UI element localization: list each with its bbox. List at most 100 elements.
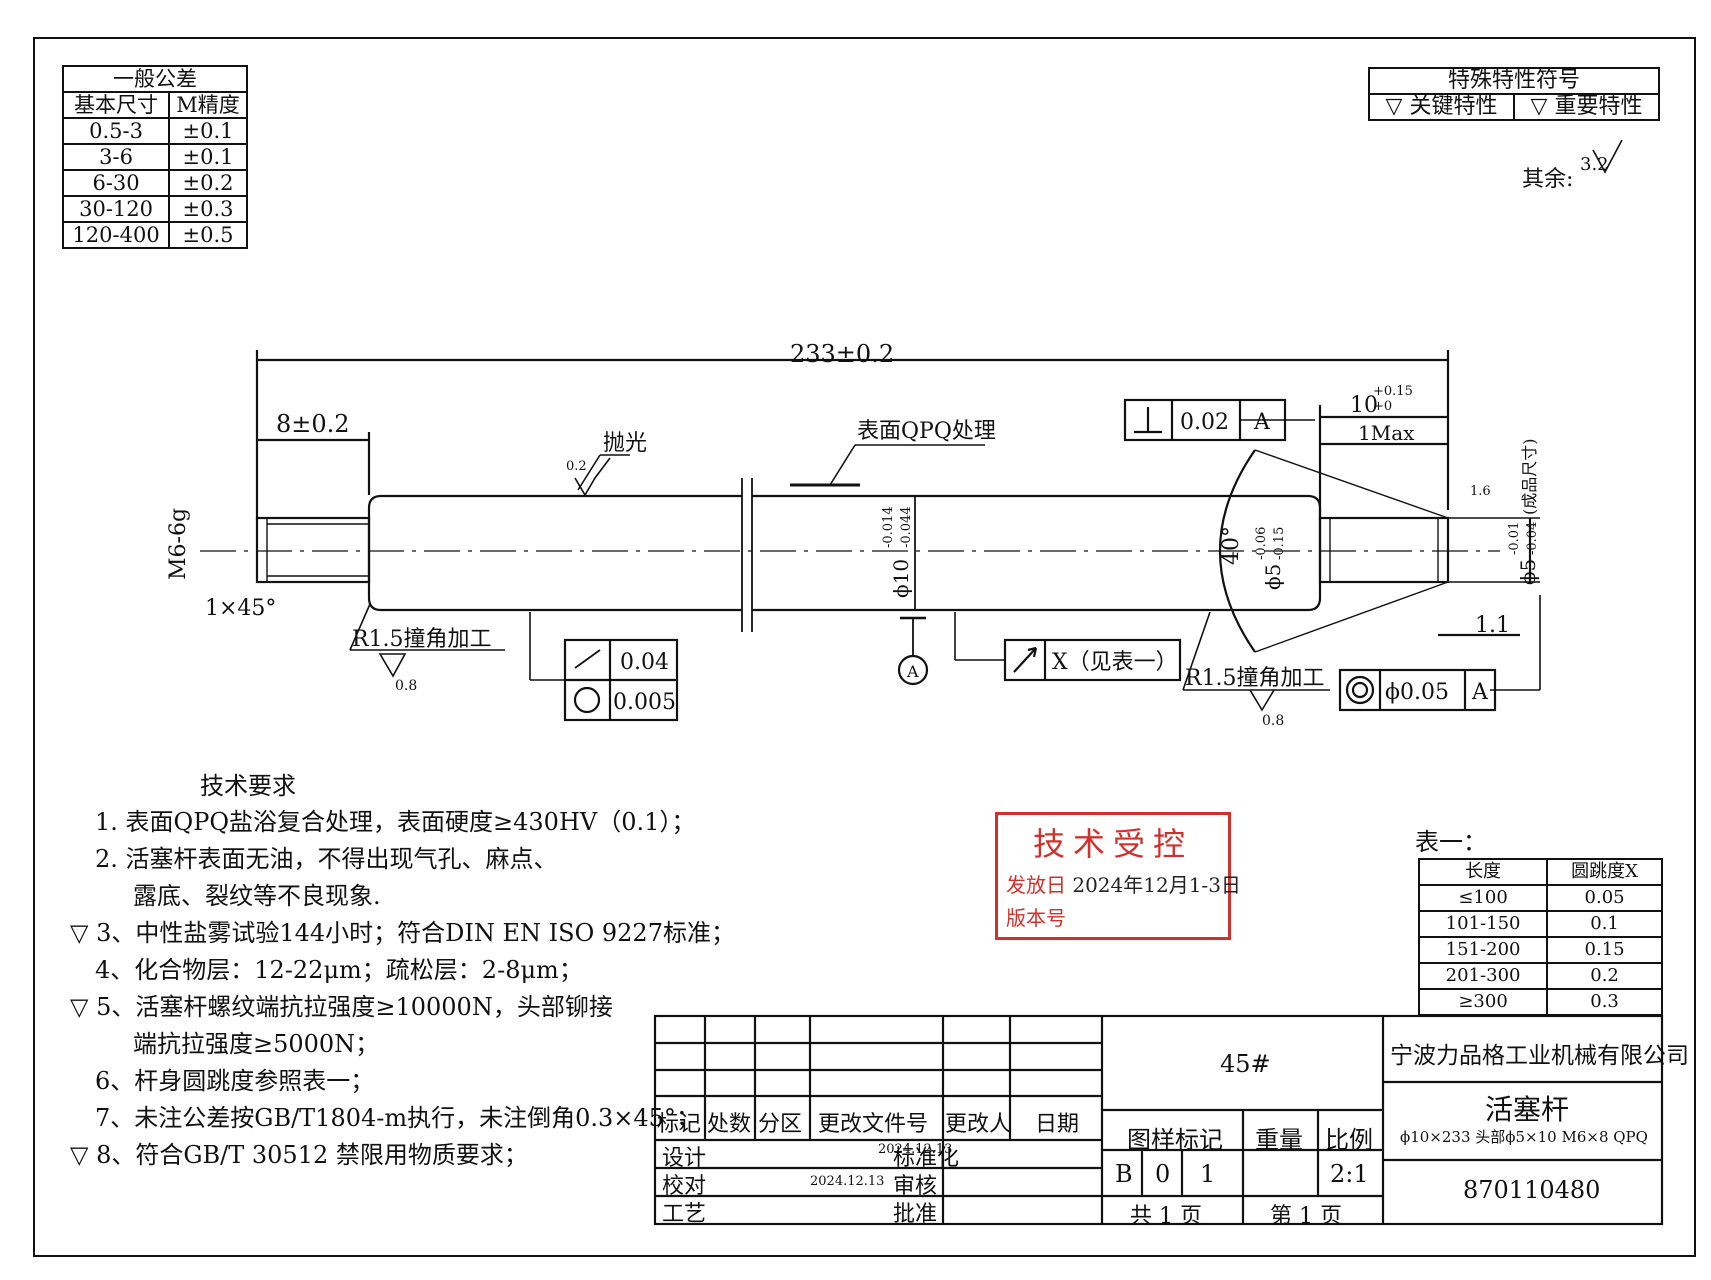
stamp-issue-date: 2024年12月1-3日 [1072, 873, 1241, 897]
key-characteristic: ▽ 关键特性 [1368, 93, 1515, 121]
table1-len: 151-200 [1417, 936, 1549, 964]
tech-item: 露底、裂纹等不良现象. [133, 882, 381, 910]
material-text: 45# [1220, 1050, 1271, 1078]
max-len-text: 1Max [1358, 421, 1415, 445]
head-section [1318, 516, 1450, 584]
end-dia-text: ϕ5 [1516, 559, 1540, 585]
polish-ra-text: 0.2 [566, 459, 587, 474]
tol-size: 30-120 [61, 195, 171, 223]
table1-x: 0.2 [1546, 962, 1663, 990]
fillet-left-text: R1.5撞角加工 [352, 627, 492, 652]
body-dia-text: ϕ10 [889, 559, 913, 598]
tol-value: ±0.2 [168, 169, 248, 197]
perpendicularity-frame [1123, 398, 1287, 442]
label-check: 校对 [662, 1174, 707, 1199]
important-characteristic-label: 重要特性 [1554, 94, 1643, 119]
table1-col-runout: 圆跳度X [1546, 858, 1663, 886]
table1-len: 201-300 [1417, 962, 1549, 990]
perp-value: 0.02 [1180, 410, 1229, 435]
body-tol-lower: -0.044 [899, 506, 914, 548]
label-count: 处数 [707, 1112, 752, 1137]
head-len-text: 10 [1350, 393, 1378, 418]
tech-title: 技术要求 [200, 772, 296, 800]
end-tol-upper: -0.01 [1507, 522, 1522, 555]
datum-a-text: A [906, 662, 919, 681]
runout-value: X（见表一） [1052, 650, 1178, 675]
head-tol-upper: -0.06 [1254, 527, 1269, 560]
tol-value: ±0.1 [168, 117, 248, 145]
polish-text: 抛光 [603, 431, 647, 456]
tech-item-text: 5、活塞杆螺纹端抗拉强度≥10000N，头部铆接 [96, 993, 613, 1021]
head-len-lower: +0 [1373, 399, 1392, 414]
rod-body-left [367, 494, 742, 612]
roughness-other-value: 3.2 [1580, 154, 1609, 175]
label-design: 设计 [662, 1146, 707, 1171]
thread-length-text: 8±0.2 [276, 410, 350, 438]
tol-size: 120-400 [61, 221, 171, 249]
company-name: 宁波力品格工业机械有限公司 [1390, 1043, 1689, 1069]
sample-mark-3: 1 [1200, 1160, 1216, 1188]
page-number: 第 1 页 [1270, 1204, 1342, 1229]
table1-x: 0.15 [1546, 936, 1663, 964]
tech-item: 端抗拉强度≥5000N； [133, 1030, 380, 1058]
table1-len: ≥300 [1417, 988, 1549, 1016]
tech-item: 4、化合物层：12-22μm；疏松层：2-8μm； [95, 956, 583, 984]
coaxiality-frame [1338, 668, 1497, 712]
col-basic-size: 基本尺寸 [61, 91, 171, 119]
label-change-doc: 更改文件号 [818, 1112, 929, 1137]
label-scale: 比例 [1325, 1126, 1373, 1154]
end-tol-lower: -0.04 [1525, 522, 1540, 555]
tech-item-key: ▽ 3、中性盐雾试验144小时；符合DIN EN ISO 9227标准； [70, 915, 735, 952]
perp-datum: A [1253, 410, 1271, 435]
sample-mark-2: 0 [1155, 1160, 1171, 1188]
head-len-upper: +0.15 [1373, 384, 1413, 399]
table1-len: 101-150 [1417, 910, 1549, 938]
tech-item-text: 3、中性盐雾试验144小时；符合DIN EN ISO 9227标准； [96, 919, 735, 947]
sample-mark-1: B [1115, 1160, 1133, 1188]
key-mark-icon: ▽ [70, 1141, 97, 1169]
key-characteristic-label: 关键特性 [1409, 94, 1498, 119]
key-mark-icon: ▽ [70, 993, 97, 1021]
tech-item: 7、未注公差按GB/T1804-m执行，未注倒角0.3×45°； [95, 1104, 700, 1132]
key-mark-icon: ▽ [70, 919, 97, 947]
roughness-right-text: 0.8 [1262, 713, 1284, 729]
tol-size: 0.5-3 [61, 117, 171, 145]
design-date: 2024.12.13 [878, 1142, 953, 1157]
end-note-text: (成品尺寸) [1520, 439, 1539, 516]
tech-item-key: ▽ 8、符合GB/T 30512 禁限用物质要求； [70, 1137, 528, 1174]
drawing-number: 870110480 [1463, 1176, 1601, 1204]
tol-value: ±0.5 [168, 221, 248, 249]
head-tol-lower: -0.15 [1272, 527, 1287, 560]
drawing-frame [33, 37, 1696, 1257]
check-date: 2024.12.13 [810, 1174, 885, 1189]
table1-x: 0.1 [1546, 910, 1663, 938]
label-process: 工艺 [662, 1202, 707, 1227]
important-characteristic: ▽ 重要特性 [1513, 93, 1660, 121]
control-stamp: 技术受控 发放日 2024年12月1-3日 版本号 [995, 812, 1241, 940]
general-tolerance-table: 一般公差 基本尺寸 M精度 0.5-3±0.1 3-6±0.1 6-30±0.2… [61, 65, 248, 249]
coax-datum: A [1471, 680, 1489, 705]
label-mark: 标记 [657, 1112, 702, 1137]
head-dia-text: ϕ5 [1261, 564, 1285, 590]
general-tolerance-title: 一般公差 [62, 65, 248, 93]
round-value: 0.005 [613, 690, 676, 715]
tol-value: ±0.3 [168, 195, 248, 223]
body-tol-upper: -0.014 [881, 506, 896, 548]
part-spec: ϕ10×233 头部ϕ5×10 M6×8 QPQ [1400, 1128, 1648, 1146]
table1-len: ≤100 [1417, 884, 1549, 912]
roughness-left-text: 0.8 [395, 678, 417, 694]
label-date: 日期 [1035, 1112, 1080, 1137]
roughness-other-label: 其余: [1522, 167, 1573, 192]
table1-col-len: 长度 [1417, 858, 1549, 886]
tech-item: 6、杆身圆跳度参照表一； [95, 1067, 375, 1095]
stamp-issue-label: 发放日 [1006, 873, 1066, 897]
label-standard: 标准化 [893, 1146, 960, 1171]
tech-item: 2. 活塞杆表面无油，不得出现气孔、麻点、 [95, 845, 558, 873]
coax-value: ϕ0.05 [1385, 680, 1449, 705]
end-ra-text: 1.6 [1470, 484, 1491, 499]
tol-value: ±0.1 [168, 143, 248, 171]
tol-size: 3-6 [61, 143, 171, 171]
stamp-version-label: 版本号 [1006, 906, 1066, 930]
